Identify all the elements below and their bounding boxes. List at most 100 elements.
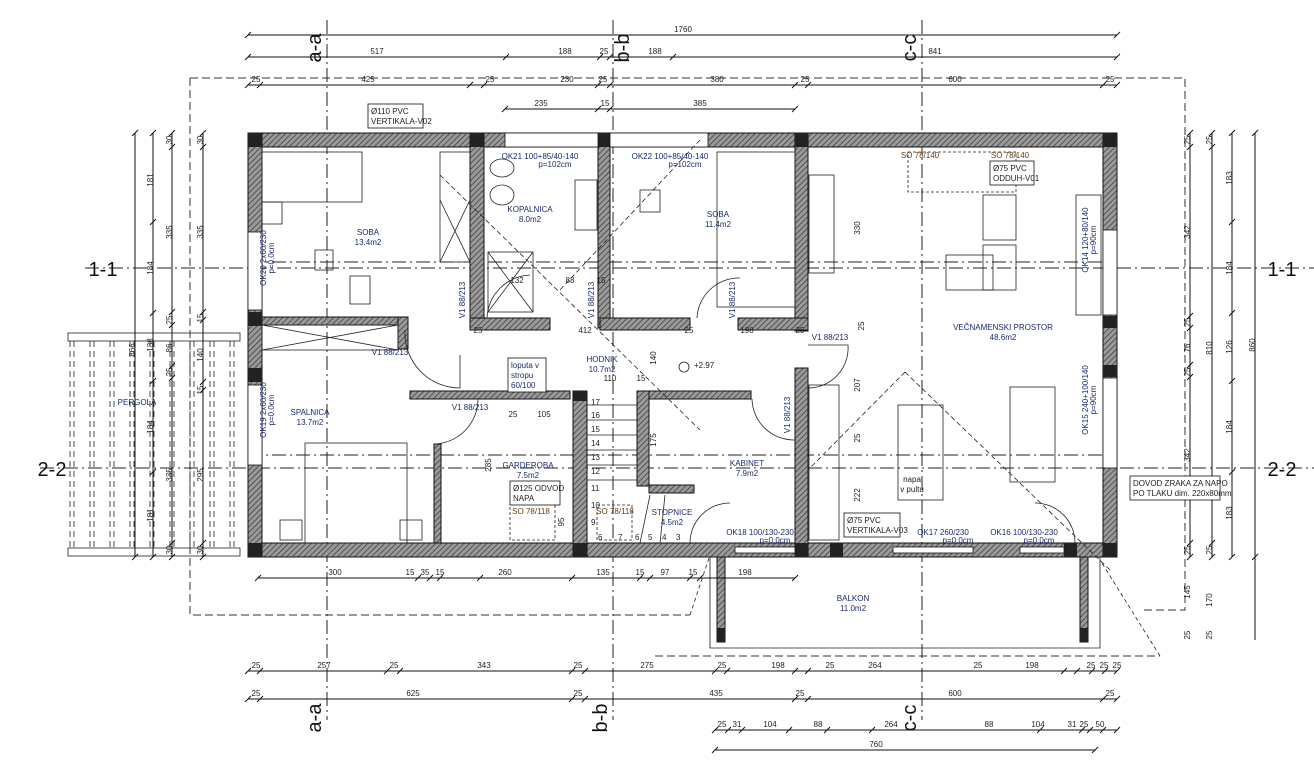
dimension-value: 132 xyxy=(510,276,524,285)
stair-step-number: 14 xyxy=(591,439,600,448)
axis-lines xyxy=(40,20,1314,720)
dimension-tick xyxy=(711,667,719,675)
pergola-slat xyxy=(69,341,75,548)
dimension-tick xyxy=(1251,553,1259,561)
dimension-value: 181 xyxy=(146,508,155,522)
room-name-7: STOPNICE xyxy=(652,508,693,517)
note-text: stropu xyxy=(511,371,533,380)
room-name-9: BALKON xyxy=(837,594,870,603)
dimension-value: 25 xyxy=(857,321,866,330)
dimension-value: 25 xyxy=(1205,630,1214,639)
room-area: 7.5m2 xyxy=(517,471,540,480)
dimension-value: 425 xyxy=(361,75,375,84)
dimension-value: 86 xyxy=(165,343,174,352)
note-text: ODDUH-V01 xyxy=(993,174,1040,183)
opening-label: OK21 100+85/40-140 xyxy=(502,152,579,161)
dimension-tick xyxy=(131,553,139,561)
opening-label: p=0.0cm xyxy=(267,394,276,425)
pergola xyxy=(67,332,241,557)
section-marker-2-2: 2-2 xyxy=(38,459,67,481)
note-text: Ø125 ODVOD xyxy=(513,484,564,493)
dimension-tick xyxy=(480,81,488,89)
dimension-value: 188 xyxy=(558,47,572,56)
opening-label: OK15 240+100/140 xyxy=(1081,365,1090,435)
dimension-value: 170 xyxy=(1205,593,1214,607)
note-box xyxy=(509,480,561,506)
note-text: Ø110 PVC xyxy=(371,107,409,116)
room-area: 13.4m2 xyxy=(355,238,382,247)
walls xyxy=(247,132,1118,558)
note-text: NAPA xyxy=(513,494,535,503)
room-area: 13.7m2 xyxy=(297,418,324,427)
dimension-tick xyxy=(199,308,207,316)
stair-step-number: 17 xyxy=(591,398,600,407)
dimension-tick xyxy=(1113,726,1121,734)
dimension-tick xyxy=(1228,468,1236,476)
dimension-value: 30 xyxy=(165,545,174,554)
dimension-value: 25 xyxy=(574,689,583,698)
dimension-tick xyxy=(1208,539,1216,547)
level-mark: +2.97 xyxy=(694,361,715,370)
dimension-tick xyxy=(596,53,604,61)
dimension-value: 140 xyxy=(649,351,658,365)
dimension-value: 181 xyxy=(146,173,155,187)
dimension-value: 810 xyxy=(1205,341,1214,355)
room-area: 48.6m2 xyxy=(990,333,1017,342)
dimension-value: 335 xyxy=(196,225,205,239)
dimension-tick xyxy=(256,667,264,675)
dimension-value: 25 xyxy=(1183,135,1192,144)
dimension-tick xyxy=(723,667,731,675)
dimension-tick xyxy=(568,667,576,675)
dimension-tick xyxy=(1228,309,1236,317)
dimension-tick xyxy=(1186,324,1194,332)
window-sill-label: SO 78/140 xyxy=(991,151,1030,160)
dimension-value: 264 xyxy=(884,720,898,729)
dimension-value: 76 xyxy=(1183,343,1192,352)
dimension-value: 15 xyxy=(689,568,698,577)
dimension-value: 25 xyxy=(165,367,174,376)
dimension-value: 25 xyxy=(796,689,805,698)
dimension-value: 175 xyxy=(649,433,658,447)
dimension-tick xyxy=(646,574,654,582)
dimension-tick xyxy=(476,574,484,582)
stair-step-number: 3 xyxy=(676,533,681,542)
section-marker: a-a xyxy=(304,33,326,63)
dimension-tick xyxy=(1228,218,1236,226)
dimension-value: 198 xyxy=(740,326,754,335)
opening-label: p=0.0cm xyxy=(267,242,276,273)
dimension-tick xyxy=(724,726,732,734)
dimension-value: 31 xyxy=(1068,720,1077,729)
dimension-tick xyxy=(1228,377,1236,385)
dimension-value: 25 xyxy=(1205,545,1214,554)
dimension-tick xyxy=(606,81,614,89)
dimension-tick xyxy=(149,468,157,476)
dimension-tick xyxy=(594,81,602,89)
dimension-value: 435 xyxy=(709,689,723,698)
dimension-value: 25 xyxy=(390,661,399,670)
dimension-value: 25 xyxy=(486,75,495,84)
dimension-tick xyxy=(1091,746,1099,754)
room-name-8: KABINET xyxy=(730,459,764,468)
roof-outline xyxy=(189,77,1186,657)
dimension-value: 257 xyxy=(317,661,331,670)
opening-label: OK16 100/130-230 xyxy=(990,528,1058,537)
window-sill-label: SO 78/118 xyxy=(596,507,634,516)
dimension-tick xyxy=(1208,553,1216,561)
note-text: VERTIKALA-V02 xyxy=(371,117,432,126)
dimension-tick xyxy=(244,667,252,675)
dimension-value: 600 xyxy=(948,75,962,84)
dimension-value: 380 xyxy=(710,75,724,84)
dimension-value: 25 xyxy=(1183,630,1192,639)
dimension-tick xyxy=(1186,361,1194,369)
note-box xyxy=(367,103,424,129)
dimension-value: 330 xyxy=(853,221,862,235)
dimension-tick xyxy=(256,81,264,89)
dimension-value: 25 xyxy=(1080,720,1089,729)
room-name-3: VEČNAMENSKI PROSTOR xyxy=(953,323,1053,332)
room-area: 11.0m2 xyxy=(840,604,867,613)
dimension-tick xyxy=(568,695,576,703)
dimension-value: 25 xyxy=(165,315,174,324)
dimension-value: 104 xyxy=(1031,720,1045,729)
room-name-10: PERGOLA xyxy=(118,398,157,407)
dimension-tick xyxy=(199,316,207,324)
